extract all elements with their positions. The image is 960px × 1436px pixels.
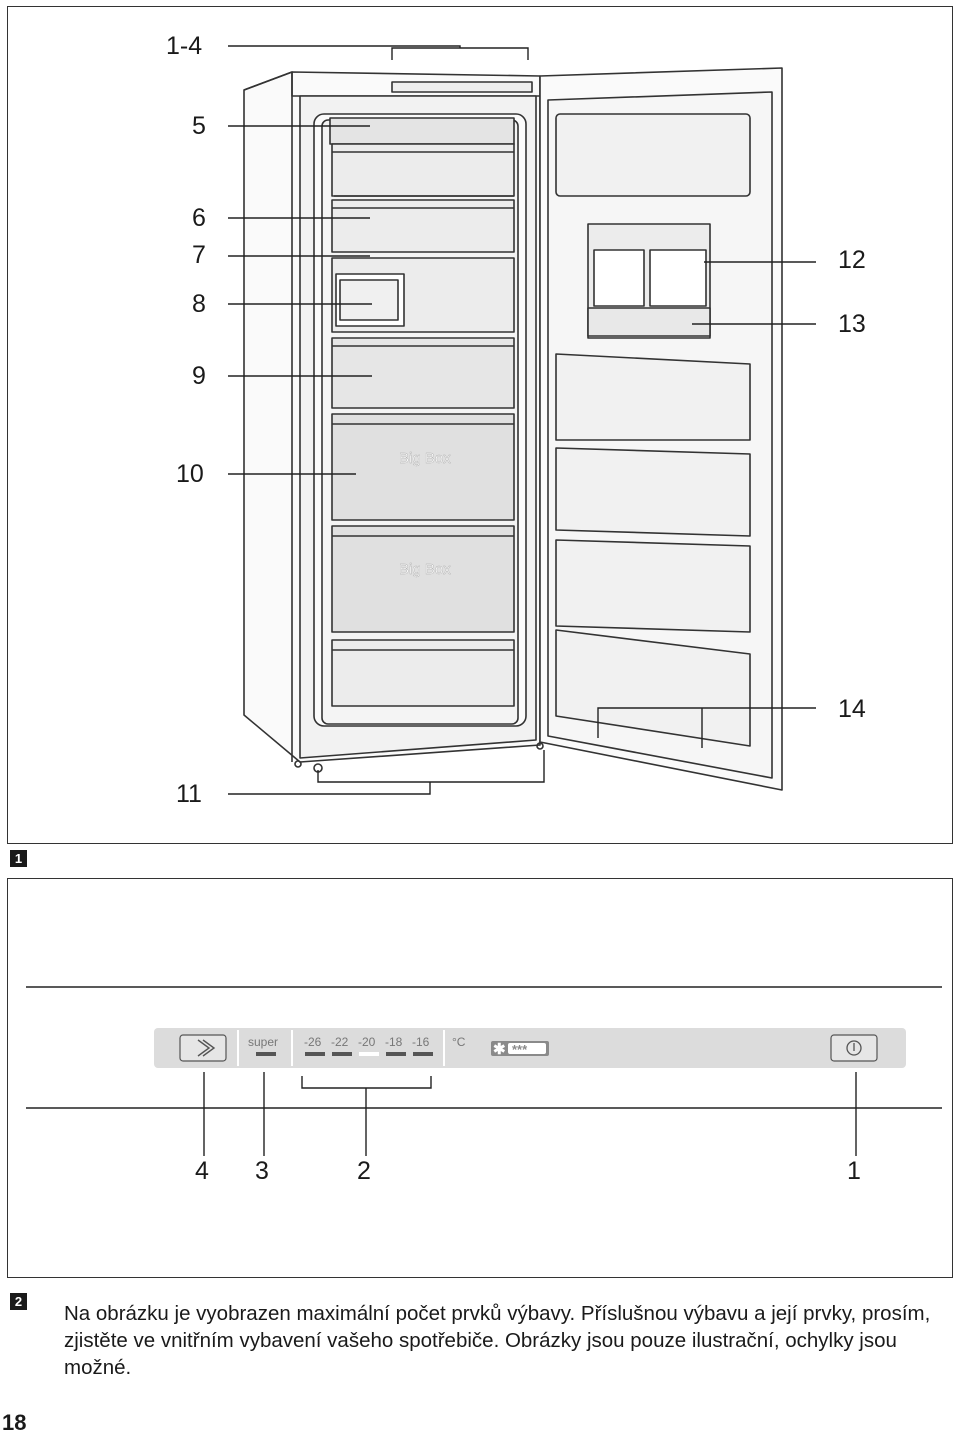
figure-caption: Na obrázku je vyobrazen maximální počet …	[64, 1302, 931, 1379]
temperature-label: -18	[385, 1035, 403, 1049]
callout-14: 14	[838, 695, 866, 723]
power-button[interactable]	[830, 1034, 878, 1062]
temperature-label: -22	[331, 1035, 349, 1049]
freezer-stars: ***	[512, 1042, 528, 1057]
four-star-freezer-icon: ✱ ***	[491, 1041, 549, 1058]
temperature-indicator	[305, 1052, 325, 1056]
callout-13: 13	[838, 310, 866, 338]
callout-panel-2: 2	[357, 1157, 371, 1185]
callout-panel-4: 4	[195, 1157, 209, 1185]
control-panel-illustration: super -26 -22 -20 -18 -16 °C ✱ ***	[26, 986, 942, 1156]
callout-10: 10	[176, 460, 204, 488]
temperature-indicator	[413, 1052, 433, 1056]
callout-panel-1: 1	[847, 1157, 861, 1185]
callout-5: 5	[192, 112, 206, 140]
callout-1-4: 1-4	[166, 32, 203, 60]
callout-8: 8	[192, 290, 206, 318]
temperature-label: -20	[358, 1035, 376, 1049]
callout-panel-3: 3	[255, 1157, 269, 1185]
drawer-label-big-box-1: Big Box	[399, 450, 451, 467]
callout-12: 12	[838, 246, 866, 274]
figure-1-badge: 1	[10, 850, 27, 867]
power-icon	[846, 1040, 862, 1056]
callout-9: 9	[192, 362, 206, 390]
temperature-indicator	[332, 1052, 352, 1056]
super-label: super	[248, 1035, 278, 1049]
temperature-label: -26	[304, 1035, 322, 1049]
figure-2-badge: 2	[10, 1293, 27, 1310]
celsius-unit: °C	[452, 1035, 466, 1049]
svg-text:✱: ✱	[493, 1041, 506, 1058]
page-number: 18	[2, 1410, 27, 1435]
select-button[interactable]	[179, 1034, 227, 1062]
callout-6: 6	[192, 204, 206, 232]
temperature-label: -16	[412, 1035, 430, 1049]
freezer-illustration: Big Box Big Box	[228, 45, 816, 795]
chevron-right-icon	[197, 1039, 216, 1057]
drawer-label-big-box-2: Big Box	[399, 561, 451, 578]
figure-2-frame	[7, 878, 953, 1278]
callout-7: 7	[192, 241, 206, 269]
temperature-indicator	[386, 1052, 406, 1056]
temperature-indicator-active	[359, 1052, 379, 1056]
super-indicator	[256, 1052, 276, 1056]
callout-11: 11	[176, 780, 202, 808]
